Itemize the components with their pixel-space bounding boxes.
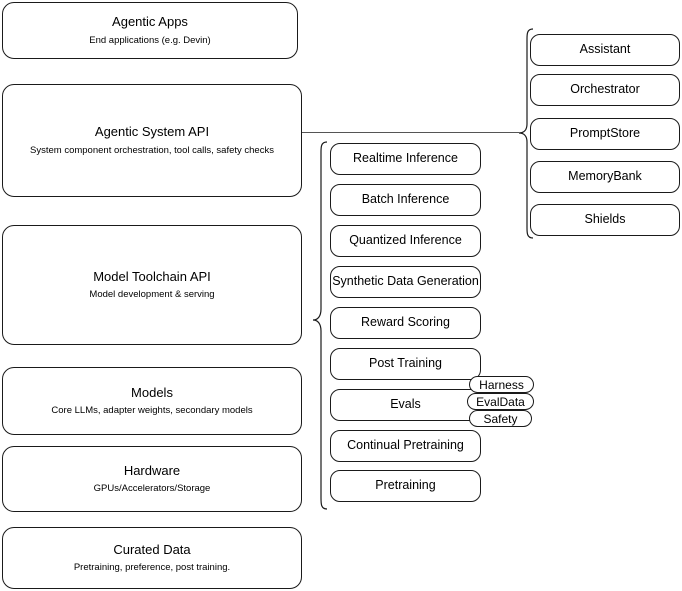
component-batch-inference[interactable]: Batch Inference: [330, 184, 481, 216]
component-continual-pretraining[interactable]: Continual Pretraining: [330, 430, 481, 462]
layer-subtitle: Pretraining, preference, post training.: [73, 562, 231, 574]
brace-toolchain: [310, 141, 328, 515]
eval-subcomponent-evaldata[interactable]: EvalData: [467, 393, 534, 410]
layer-agentic-system-api[interactable]: Agentic System API System component orch…: [2, 84, 302, 197]
component-label: Pretraining: [375, 478, 436, 493]
component-synthetic-data-generation[interactable]: Synthetic Data Generation: [330, 266, 481, 298]
system-component-label: MemoryBank: [568, 169, 642, 184]
layer-curated-data[interactable]: Curated Data Pretraining, preference, po…: [2, 527, 302, 589]
system-component-label: Shields: [584, 212, 626, 227]
system-component-assistant[interactable]: Assistant: [530, 34, 680, 66]
layer-title: Hardware: [123, 462, 181, 478]
layer-subtitle: Core LLMs, adapter weights, secondary mo…: [51, 405, 253, 417]
layer-title: Models: [131, 384, 173, 400]
layer-subtitle: System component orchestration, tool cal…: [30, 144, 274, 156]
eval-subcomponent-label: Safety: [483, 411, 518, 426]
layer-hardware[interactable]: Hardware GPUs/Accelerators/Storage: [2, 446, 302, 512]
eval-subcomponent-label: EvalData: [476, 394, 525, 409]
layer-title: Agentic System API: [94, 124, 210, 140]
layer-subtitle: GPUs/Accelerators/Storage: [93, 483, 211, 495]
system-component-promptstore[interactable]: PromptStore: [530, 118, 680, 150]
eval-subcomponent-safety[interactable]: Safety: [469, 410, 532, 427]
component-label: Reward Scoring: [361, 315, 450, 330]
layer-subtitle: Model development & serving: [89, 289, 215, 301]
layer-subtitle: End applications (e.g. Devin): [89, 34, 211, 46]
eval-subcomponent-label: Harness: [479, 377, 524, 392]
component-label: Evals: [390, 397, 421, 412]
component-label: Realtime Inference: [353, 151, 458, 166]
component-reward-scoring[interactable]: Reward Scoring: [330, 307, 481, 339]
layer-title: Model Toolchain API: [93, 268, 211, 284]
layer-models[interactable]: Models Core LLMs, adapter weights, secon…: [2, 367, 302, 435]
connector-system-api-to-components: [302, 132, 519, 133]
layer-model-toolchain-api[interactable]: Model Toolchain API Model development & …: [2, 225, 302, 345]
component-label: Post Training: [369, 356, 442, 371]
component-label: Synthetic Data Generation: [332, 274, 479, 289]
system-component-shields[interactable]: Shields: [530, 204, 680, 236]
component-label: Continual Pretraining: [347, 438, 464, 453]
layer-title: Curated Data: [113, 541, 191, 557]
system-component-orchestrator[interactable]: Orchestrator: [530, 74, 680, 106]
component-label: Quantized Inference: [349, 233, 462, 248]
component-post-training[interactable]: Post Training: [330, 348, 481, 380]
system-component-label: Assistant: [579, 42, 631, 57]
layer-agentic-apps[interactable]: Agentic Apps End applications (e.g. Devi…: [2, 2, 298, 59]
system-component-label: PromptStore: [569, 126, 641, 141]
component-pretraining[interactable]: Pretraining: [330, 470, 481, 502]
component-label: Batch Inference: [361, 192, 450, 207]
component-realtime-inference[interactable]: Realtime Inference: [330, 143, 481, 175]
system-component-label: Orchestrator: [570, 82, 640, 97]
component-evals[interactable]: Evals: [330, 389, 481, 421]
system-component-memorybank[interactable]: MemoryBank: [530, 161, 680, 193]
eval-subcomponent-harness[interactable]: Harness: [469, 376, 534, 393]
component-quantized-inference[interactable]: Quantized Inference: [330, 225, 481, 257]
layer-title: Agentic Apps: [112, 14, 188, 30]
